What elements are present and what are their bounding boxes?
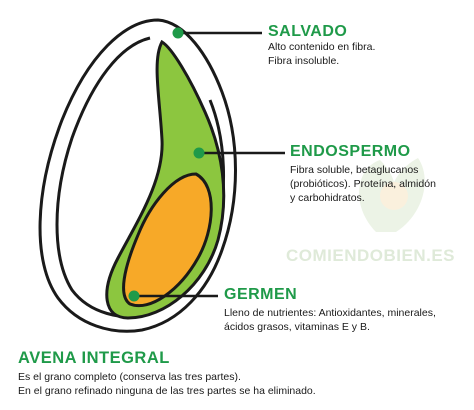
germen-marker: [128, 290, 140, 302]
endospermo-desc-line-1: Fibra soluble, betaglucanos: [290, 164, 419, 176]
endospermo-title: ENDOSPERMO: [290, 143, 411, 160]
footer-title: AVENA INTEGRAL: [18, 349, 170, 367]
germen-desc-line-1: Lleno de nutrientes: Antioxidantes, mine…: [224, 307, 436, 319]
salvado-marker: [172, 27, 184, 39]
salvado-title: SALVADO: [268, 23, 348, 40]
endospermo-marker: [193, 147, 205, 159]
watermark-logo-icon: [359, 158, 425, 232]
germ-shape: [122, 172, 213, 308]
salvado-desc-line-1: Alto contenido en fibra.: [268, 41, 376, 53]
footer-line-1: Es el grano completo (conserva las tres …: [18, 371, 241, 383]
salvado-desc-line-2: Fibra insoluble.: [268, 55, 340, 67]
watermark-text: COMIENDOBIEN.ES: [286, 246, 456, 265]
germen-desc-line-2: ácidos grasos, vitaminas E y B.: [224, 321, 370, 333]
germen-title: GERMEN: [224, 286, 298, 303]
endospermo-desc-line-3: y carbohidratos.: [290, 192, 365, 204]
footer-line-2: En el grano refinado ninguna de las tres…: [18, 385, 316, 397]
endospermo-desc-line-2: (probióticos). Proteína, almidón: [290, 178, 436, 190]
